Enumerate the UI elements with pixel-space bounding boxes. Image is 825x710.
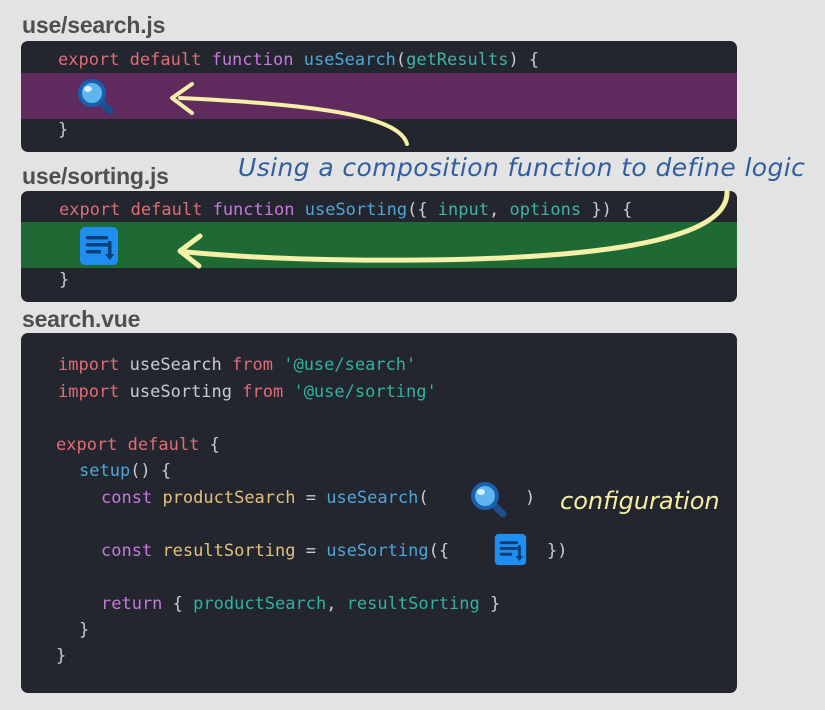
composition-caption: Using a composition function to define l… [238,153,806,182]
code-panel-vue: import useSearch from '@use/search' impo… [21,333,737,693]
vue-setup-close: } [79,620,90,640]
vue-result-sorting-close: }) [547,541,568,561]
highlight-band-search [21,73,737,119]
vue-import-search-line: import useSearch from '@use/search' [58,355,417,375]
search-close-brace: } [58,120,69,140]
highlight-band-sorting [21,222,737,268]
vue-product-search-line: const productSearch = useSearch( [101,488,429,508]
vue-return-line: return { productSearch, resultSorting } [101,594,501,614]
magnifier-icon [76,77,116,122]
code-panel-sorting: export default function useSorting({ inp… [21,191,737,302]
sorting-signature-line: export default function useSorting({ inp… [59,200,633,220]
search-signature-line: export default function useSearch(getRes… [58,50,540,70]
vue-result-sorting-line: const resultSorting = useSorting({ [101,541,450,561]
configuration-caption: configuration [560,487,720,515]
file-title-sorting-js: use/sorting.js [22,163,169,189]
magnifier-icon [469,480,509,525]
vue-setup-line: setup() { [79,461,172,481]
code-panel-search: export default function useSearch(getRes… [21,41,737,152]
file-title-search-js: use/search.js [22,12,166,38]
vue-product-search-close: ) [525,488,536,508]
sort-list-icon [494,533,527,571]
sorting-close-brace: } [59,270,70,290]
vue-import-sorting-line: import useSorting from '@use/sorting' [58,382,437,402]
vue-export-line: export default { [56,435,220,455]
file-title-search-vue: search.vue [22,306,141,332]
vue-export-close: } [56,646,67,666]
sort-list-icon [79,226,119,271]
